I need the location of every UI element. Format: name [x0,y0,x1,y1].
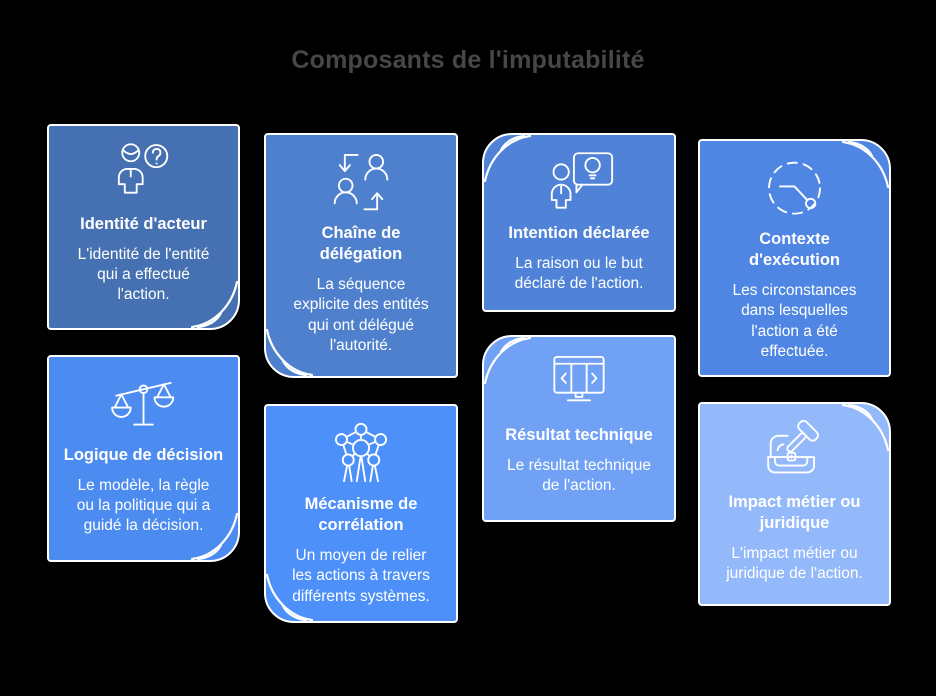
card-title: Identité d'acteur [80,215,207,233]
card-title: Résultat technique [505,426,653,444]
card-title: Chaîne de délégation [319,224,403,264]
card-description: Le résultat technique de l'action. [507,457,651,495]
balance-scale-icon [111,381,175,426]
card-resultat-technique: Résultat technique Le résultat technique… [482,335,676,522]
page-title: Composants de l'imputabilité [291,46,645,74]
card-title: Contexte d'exécution [748,230,841,270]
card-description: L'identité de l'entité qui a effectué l'… [77,246,210,304]
card-description: Les circonstances dans lesquelles l'acti… [732,282,857,360]
card-description: Un moyen de relier les actions à travers… [292,547,430,605]
delegation-arrows-icon [333,154,389,211]
card-title: Mécanisme de corrélation [304,495,418,535]
card-description: La raison ou le but déclaré de l'action. [514,255,644,293]
folded-corner-icon [266,573,314,621]
person-idea-bubble-icon [550,152,614,209]
card-impact-metier-juridique: Impact métier ou juridique L'impact méti… [698,402,891,606]
gavel-icon [767,419,819,474]
card-chaine-delegation: Chaîne de délégation La séquence explici… [264,133,458,378]
monitor-code-icon [553,356,605,402]
folded-corner-icon [190,280,238,328]
folded-corner-icon [484,135,532,183]
folded-corner-icon [484,337,532,385]
card-title: Logique de décision [63,446,224,464]
card-mecanisme-correlation: Mécanisme de corrélation Un moyen de rel… [264,404,458,623]
network-nodes-icon [334,422,388,483]
card-identite-acteur: Identité d'acteur L'identité de l'entité… [47,124,240,330]
card-description: Le modèle, la règle ou la politique qui … [76,477,211,535]
card-contexte-execution: Contexte d'exécution Les circonstances d… [698,139,891,377]
card-description: L'impact métier ou juridique de l'action… [726,545,863,583]
person-question-icon [117,143,169,194]
folded-corner-icon [266,328,314,376]
card-description: La séquence explicite des entités qui on… [293,276,429,354]
card-intention-declaree: Intention déclarée La raison ou le but d… [482,133,676,312]
clock-icon [768,161,821,215]
folded-corner-icon [841,141,889,189]
folded-corner-icon [841,404,889,452]
card-title: Impact métier ou juridique [728,493,861,533]
folded-corner-icon [190,512,238,560]
card-title: Intention déclarée [508,224,650,242]
card-logique-decision: Logique de décision Le modèle, la règle … [47,355,240,562]
